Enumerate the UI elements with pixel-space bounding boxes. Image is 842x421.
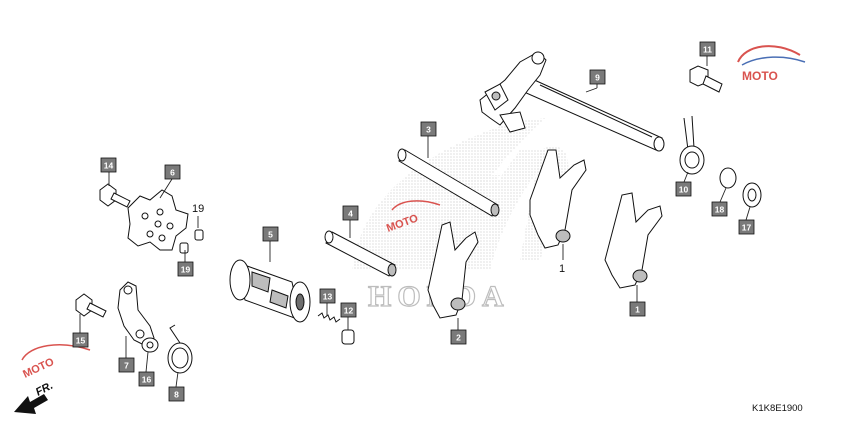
moto-logo-bottom-left: MOTO xyxy=(21,344,91,381)
svg-text:10: 10 xyxy=(679,185,689,195)
washer-part-16 xyxy=(141,337,159,353)
callout-tag-15[interactable]: 15 xyxy=(72,332,89,348)
front-direction-label: FR. xyxy=(34,380,55,399)
moto-logo-text: MOTO xyxy=(21,356,56,381)
diagram-code: K1K8E1900 xyxy=(752,403,803,414)
stopper-arm-part xyxy=(117,281,155,347)
callout-leaders xyxy=(79,56,751,388)
callout-tag-16[interactable]: 16 xyxy=(138,371,155,387)
callout-tag-13[interactable]: 13 xyxy=(319,288,336,304)
front-direction-arrow-icon xyxy=(14,394,48,414)
spring-part-13 xyxy=(317,312,341,323)
washer-part-17 xyxy=(742,182,762,208)
shift-fork-part-b xyxy=(604,192,663,289)
shift-drum-part xyxy=(229,259,311,323)
return-spring-part-10 xyxy=(679,115,705,175)
svg-text:6: 6 xyxy=(170,168,175,178)
svg-text:2: 2 xyxy=(456,333,461,343)
callout-tag-5[interactable]: 5 xyxy=(262,226,279,242)
svg-text:15: 15 xyxy=(76,336,86,346)
svg-text:14: 14 xyxy=(104,161,114,171)
drum-star-plate-part xyxy=(127,189,189,251)
svg-text:8: 8 xyxy=(174,390,179,400)
callout-tag-3[interactable]: 3 xyxy=(420,121,437,137)
circlip-part-18 xyxy=(719,167,737,189)
svg-text:17: 17 xyxy=(742,223,752,233)
svg-text:18: 18 xyxy=(715,205,725,215)
callout-tag-14[interactable]: 14 xyxy=(100,157,117,173)
moto-logo-top-right: MOTO xyxy=(737,45,806,83)
callout-tag-9[interactable]: 9 xyxy=(589,69,606,85)
callout-tag-18[interactable]: 18 xyxy=(711,201,728,217)
callout-tag-7[interactable]: 7 xyxy=(118,357,135,373)
pin-part-12 xyxy=(341,329,355,345)
callout-label-19[interactable]: 19 xyxy=(192,203,204,215)
callout-tag-8[interactable]: 8 xyxy=(168,386,185,402)
dowel-pin-part xyxy=(179,229,204,254)
svg-text:7: 7 xyxy=(124,361,129,371)
svg-text:5: 5 xyxy=(268,230,273,240)
shift-fork-part-c xyxy=(427,221,479,319)
callout-tag-10[interactable]: 10 xyxy=(675,181,692,197)
fork-shaft-short-part xyxy=(324,230,397,277)
return-spring-part-8 xyxy=(167,324,193,374)
callout-tag-12[interactable]: 12 xyxy=(340,302,357,318)
callout-tag-17[interactable]: 17 xyxy=(738,219,755,235)
callout-label-1[interactable]: 1 xyxy=(559,263,565,275)
svg-text:4: 4 xyxy=(348,209,353,219)
svg-text:3: 3 xyxy=(426,125,431,135)
moto-logo-text: MOTO xyxy=(742,69,778,83)
fork-shaft-part xyxy=(397,148,500,217)
bolt-part-15 xyxy=(75,293,107,318)
gearshift-spindle-part xyxy=(479,51,665,152)
callout-tag-19-box[interactable]: 19 xyxy=(177,261,194,277)
callout-tag-11[interactable]: 11 xyxy=(699,41,716,57)
callout-tag-2[interactable]: 2 xyxy=(450,329,467,345)
bolt-part-14 xyxy=(99,183,131,208)
callout-tag-4[interactable]: 4 xyxy=(342,205,359,221)
shift-fork-part-a xyxy=(529,149,587,249)
bolt-part-11 xyxy=(689,65,723,93)
svg-text:9: 9 xyxy=(595,73,600,83)
svg-text:1: 1 xyxy=(635,305,640,315)
callout-tag-1[interactable]: 1 xyxy=(629,301,646,317)
svg-text:13: 13 xyxy=(323,292,333,302)
svg-text:16: 16 xyxy=(142,375,152,385)
svg-text:11: 11 xyxy=(703,45,712,55)
svg-text:19: 19 xyxy=(181,265,191,275)
svg-text:12: 12 xyxy=(344,306,354,316)
callout-tag-6[interactable]: 6 xyxy=(164,164,181,180)
